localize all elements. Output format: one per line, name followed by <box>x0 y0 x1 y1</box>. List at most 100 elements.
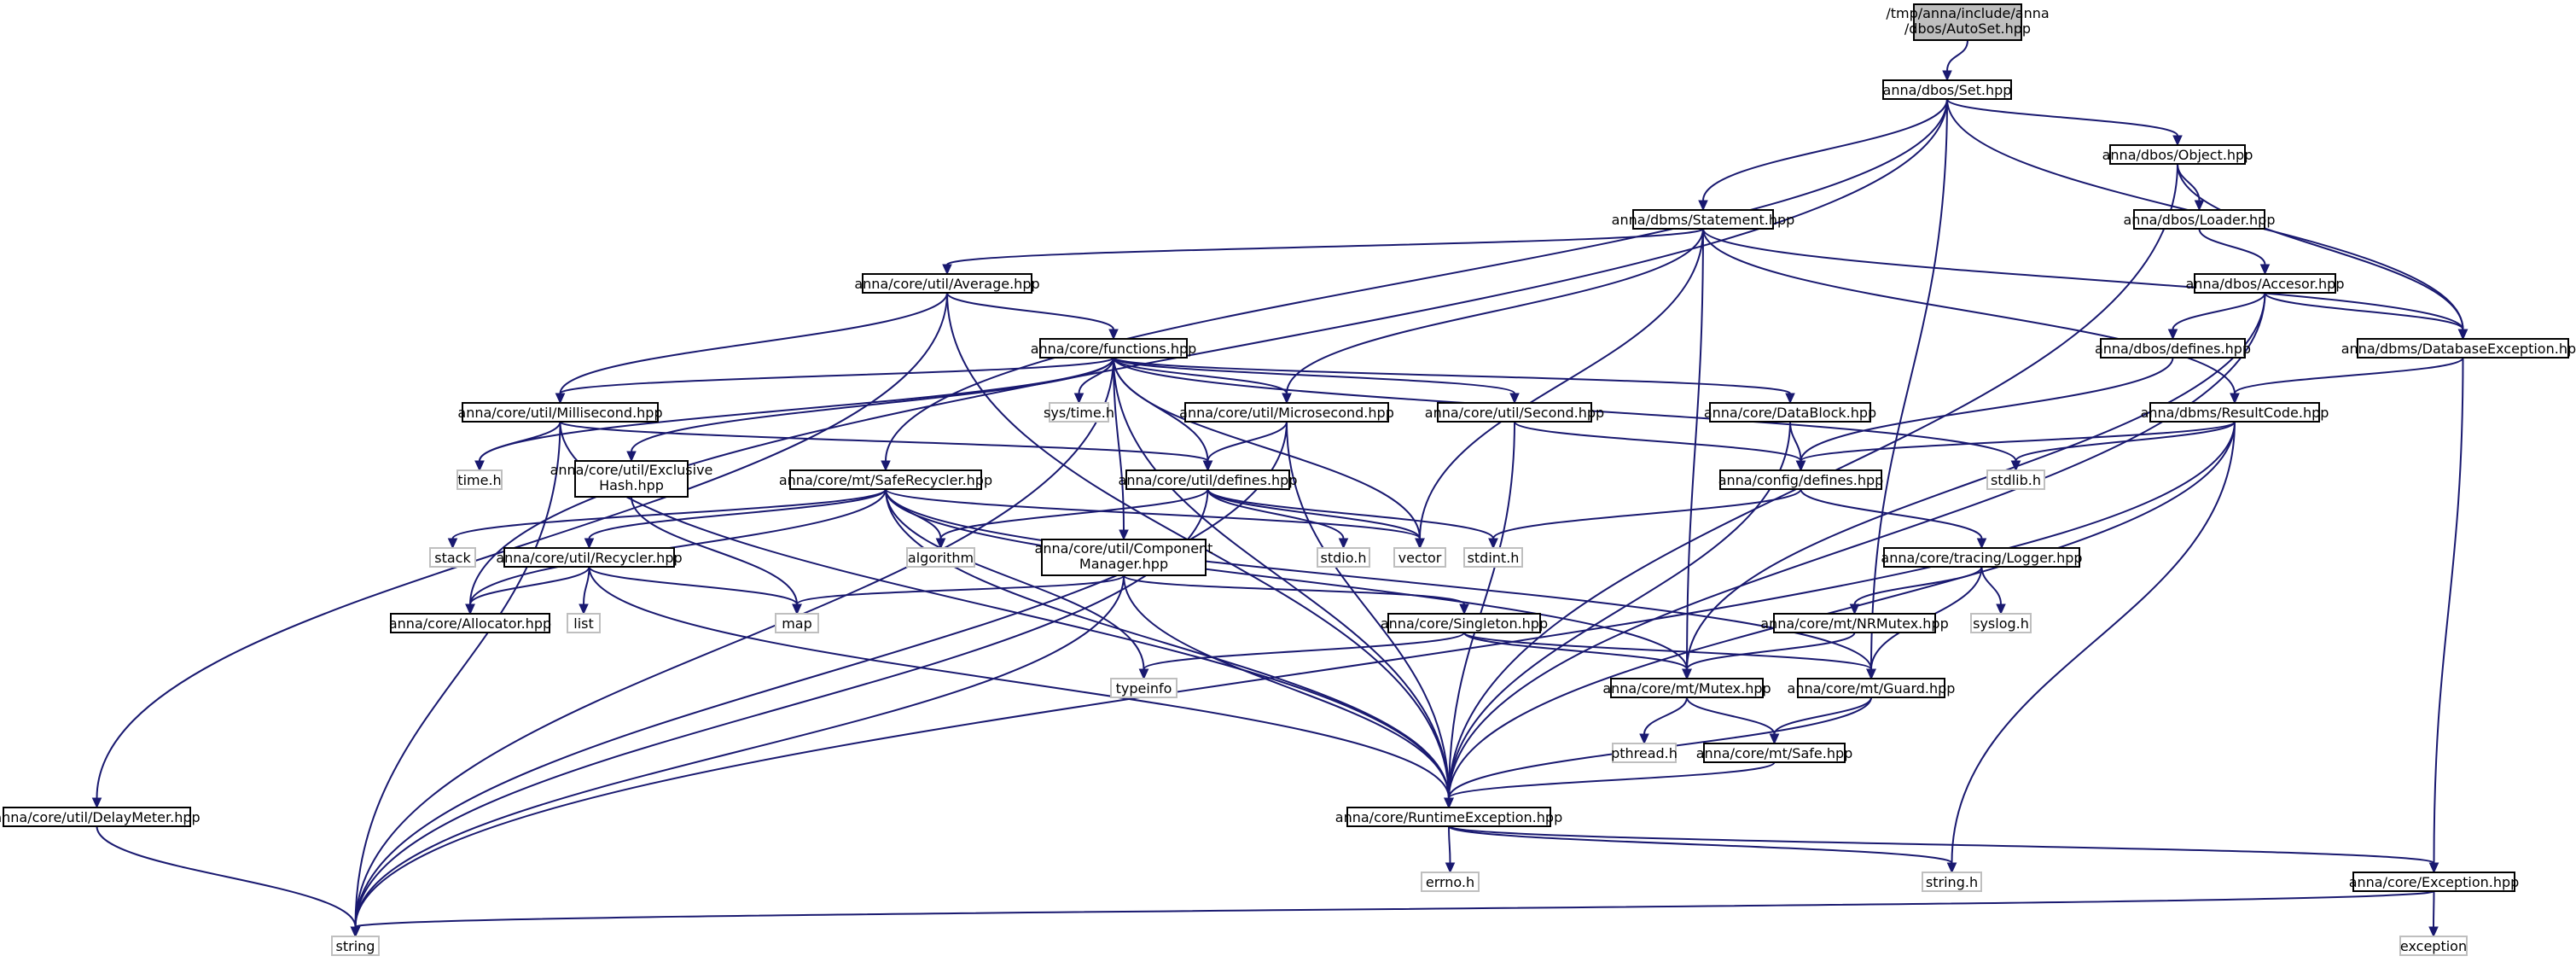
node-millisecond[interactable]: anna/core/util/Millisecond.hpp <box>457 402 663 423</box>
node-safe[interactable]: anna/core/mt/Safe.hpp <box>1696 743 1853 763</box>
edge-arrowhead <box>2428 926 2439 938</box>
edge-arrowhead <box>2457 329 2468 341</box>
node-nrmutex[interactable]: anna/core/mt/NRMutex.hpp <box>1760 613 1949 633</box>
edge-line <box>354 890 2435 928</box>
node-exceptionstd: exception <box>2399 936 2468 956</box>
edge-line <box>469 488 887 605</box>
node-label: algorithm <box>908 550 974 566</box>
node-functions[interactable]: anna/core/functions.hpp <box>1031 338 1197 359</box>
edge-accesor-to-runtimeexc <box>1444 292 2266 809</box>
edge-line <box>559 421 1450 799</box>
node-configdefines[interactable]: anna/config/defines.hpp <box>1718 469 1884 490</box>
node-string: string <box>331 936 380 956</box>
edge-line <box>1702 228 2464 330</box>
node-box <box>1421 872 1480 892</box>
edge-nrmutex-to-mutex <box>1682 632 1856 680</box>
node-box <box>2149 402 2320 423</box>
edge-statement-to-dbexception <box>1702 228 2468 341</box>
edge-line <box>588 488 887 539</box>
edge-object-to-loader <box>2177 163 2205 212</box>
edge-line <box>1207 488 1345 539</box>
edge-line <box>885 488 1145 670</box>
node-singleton[interactable]: anna/core/Singleton.hpp <box>1381 613 1548 633</box>
node-resultcode[interactable]: anna/dbms/ResultCode.hpp <box>2141 402 2329 423</box>
edge-dbexception-to-resultcode <box>2230 357 2464 405</box>
node-label: vector <box>1398 550 1442 566</box>
edge-line <box>354 421 1288 928</box>
edge-arrowhead <box>1444 797 1454 809</box>
node-guard[interactable]: anna/core/mt/Guard.hpp <box>1788 678 1956 698</box>
node-loader[interactable]: anna/dbos/Loader.hpp <box>2124 209 2276 230</box>
edge-line <box>1113 357 1515 394</box>
edge-arrowhead <box>350 926 361 938</box>
edge-line <box>354 421 561 928</box>
edge-line <box>2264 292 2464 330</box>
edge-functions-to-millisecond <box>555 357 1114 405</box>
edge-line <box>1686 292 2266 670</box>
edge-line <box>2234 357 2464 394</box>
node-statement[interactable]: anna/dbms/Statement.hpp <box>1612 209 1795 230</box>
edge-line <box>1113 357 1421 539</box>
node-label: anna/core/mt/NRMutex.hpp <box>1760 615 1948 632</box>
edge-logger-to-syslogh <box>1980 566 2006 615</box>
edge-line <box>1113 357 1791 394</box>
node-label: anna/core/mt/Mutex.hpp <box>1602 680 1771 697</box>
node-label: anna/dbms/ResultCode.hpp <box>2141 405 2329 421</box>
edge-line <box>885 488 1872 670</box>
node-stdioh: stdio.h <box>1317 547 1370 568</box>
node-label: /tmp/anna/include/anna <box>1886 5 2049 21</box>
node-object[interactable]: anna/dbos/Object.hpp <box>2102 144 2253 165</box>
edge-line <box>1702 228 2236 394</box>
edge-line <box>588 566 1450 799</box>
node-stringh: string.h <box>1922 872 1982 892</box>
edge-dbexception-to-exception <box>2428 357 2464 874</box>
node-stdlibh: stdlib.h <box>1986 469 2045 490</box>
edge-line <box>1207 421 1288 462</box>
edge-resultcode-to-stdlibh <box>2010 421 2236 472</box>
node-logger[interactable]: anna/core/tracing/Logger.hpp <box>1881 547 2083 568</box>
node-set[interactable]: anna/dbos/Set.hpp <box>1882 79 2012 100</box>
node-label: anna/core/util/Millisecond.hpp <box>457 405 662 421</box>
node-label: anna/core/mt/Guard.hpp <box>1788 680 1956 697</box>
node-utildefines[interactable]: anna/core/util/defines.hpp <box>1119 469 1298 490</box>
node-saferecycler[interactable]: anna/core/mt/SafeRecycler.hpp <box>779 469 992 490</box>
edge-arrowhead <box>2194 200 2205 212</box>
node-box <box>1463 547 1523 568</box>
edge-line <box>2177 163 2464 330</box>
node-label: string <box>336 938 375 954</box>
node-datablock[interactable]: anna/core/DataBlock.hpp <box>1704 402 1876 423</box>
node-delaymeter[interactable]: anna/core/util/DelayMeter.hpp <box>0 807 201 827</box>
edge-line <box>2015 421 2236 462</box>
node-label: anna/dbms/DatabaseException.hpp <box>2341 341 2576 357</box>
node-dbosdefines[interactable]: anna/dbos/defines.hpp <box>2095 338 2251 359</box>
node-box <box>1346 807 1551 827</box>
edge-arrowhead <box>1488 538 1498 550</box>
node-autoset[interactable]: /tmp/anna/include/anna/dbos/AutoSet.hpp <box>1886 3 2050 41</box>
node-mutex[interactable]: anna/core/mt/Mutex.hpp <box>1602 678 1771 698</box>
edge-saferecycler-to-stack <box>447 488 887 550</box>
node-accesor[interactable]: anna/dbos/Accesor.hpp <box>2186 273 2345 294</box>
edge-line <box>354 574 1125 928</box>
edge-saferecycler-to-runtimeexc <box>885 488 1454 809</box>
node-second[interactable]: anna/core/util/Second.hpp <box>1425 402 1604 423</box>
node-label: anna/core/util/Second.hpp <box>1425 405 1604 421</box>
node-box <box>1039 338 1188 359</box>
edge-line <box>469 566 590 605</box>
node-box <box>1387 613 1541 633</box>
edge-average-to-millisecond <box>555 292 948 405</box>
node-label: anna/core/util/defines.hpp <box>1119 472 1298 488</box>
node-exception[interactable]: anna/core/Exception.hpp <box>2349 872 2520 892</box>
node-recycler[interactable]: anna/core/util/Recycler.hpp <box>496 547 683 568</box>
node-runtimeexc[interactable]: anna/core/RuntimeException.hpp <box>1335 807 1562 827</box>
edge-arrowhead <box>447 538 458 550</box>
node-dbexception[interactable]: anna/dbms/DatabaseException.hpp <box>2341 338 2576 359</box>
node-average[interactable]: anna/core/util/Average.hpp <box>854 273 1040 294</box>
edge-mutex-to-safe <box>1686 697 1780 745</box>
edge-arrowhead <box>1509 393 1520 405</box>
node-microsecond[interactable]: anna/core/util/Microsecond.hpp <box>1179 402 1394 423</box>
node-allocator[interactable]: anna/core/Allocator.hpp <box>389 613 551 633</box>
edge-arrowhead <box>1698 200 1708 212</box>
node-label: anna/core/util/DelayMeter.hpp <box>0 809 201 825</box>
